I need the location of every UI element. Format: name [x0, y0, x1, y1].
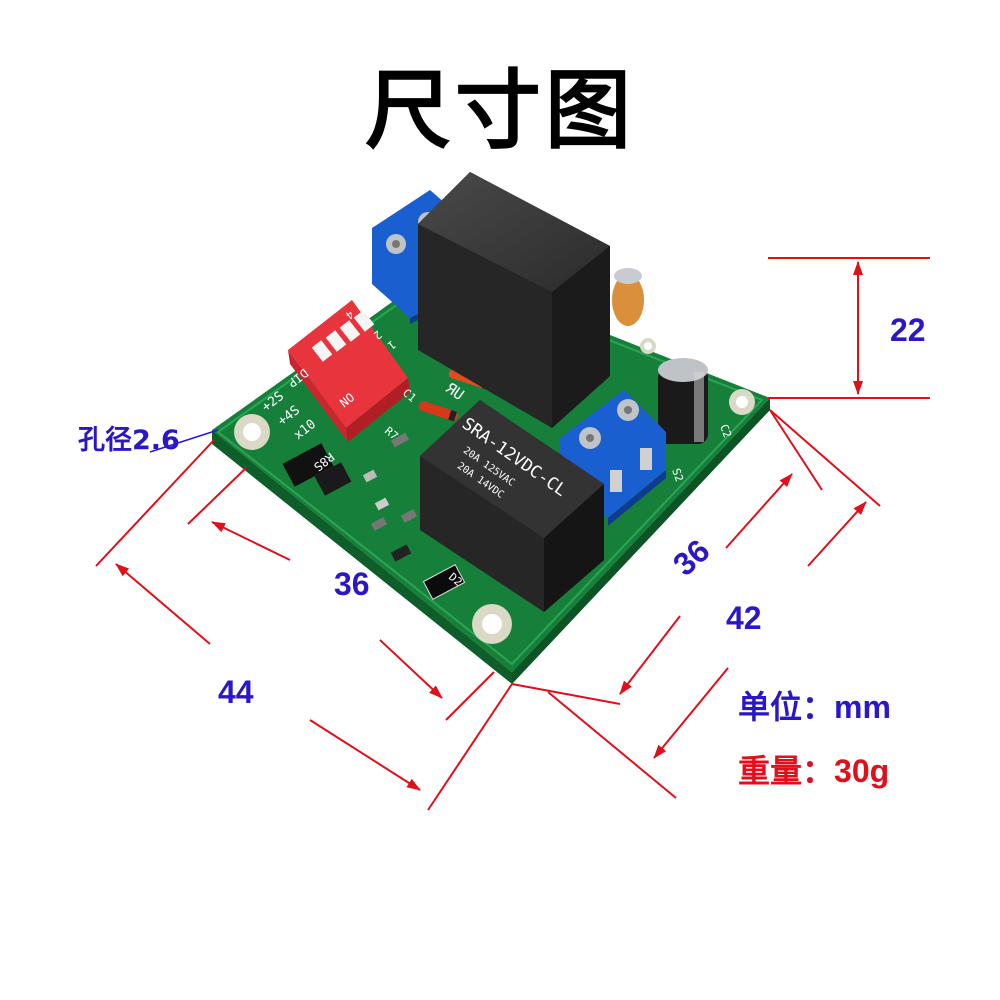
- relay-large: [418, 172, 610, 428]
- dim-front-inner-label: 36: [334, 566, 370, 602]
- capacitor-back: [612, 268, 644, 326]
- dip-switch: [288, 300, 410, 442]
- side36-ext-top: [769, 409, 823, 491]
- front36-arrow-right: [379, 639, 443, 699]
- front36-ext-right: [445, 671, 495, 721]
- dim-front-outer-label: 44: [218, 674, 254, 710]
- side42-arrow-up: [807, 501, 867, 567]
- front36-ext-left: [187, 467, 247, 525]
- unit-spec: 单位：mm: [738, 682, 891, 728]
- side42-arrow-down: [653, 667, 729, 759]
- side42-ext-bottom: [547, 691, 677, 799]
- silk-s2: S2: [669, 467, 686, 484]
- weight-label: 重量：: [738, 752, 835, 790]
- front44-arrow-left: [115, 563, 211, 645]
- mounting-hole-bottom: [472, 604, 512, 644]
- silk-c2: C2: [717, 423, 734, 440]
- side36-arrow-up: [725, 473, 793, 549]
- front36-arrow-left: [211, 521, 291, 561]
- smd-components: [282, 368, 492, 600]
- mounting-hole-top: [640, 338, 656, 354]
- relay-sra: SRA-12VDC-CL 20A 125VAC 20A 14VDC ЯU: [420, 379, 604, 612]
- unit-label: 单位：: [738, 688, 835, 726]
- front44-arrow-right: [309, 719, 421, 791]
- hole-leader-line: [149, 429, 219, 453]
- hole-diameter-label: 孔径2.6: [78, 425, 180, 456]
- front44-ext-left: [95, 439, 215, 567]
- side36-arrow-down: [619, 615, 681, 695]
- page-title: 尺寸图: [365, 61, 635, 161]
- unit-value: mm: [834, 689, 891, 725]
- electrolytic-capacitor: [658, 358, 708, 444]
- dim-side-outer-label: 42: [726, 600, 762, 636]
- dim-height-label: 22: [890, 312, 926, 348]
- mounting-hole-right: [729, 389, 755, 415]
- side42-ext-top: [769, 409, 881, 507]
- side36-ext-bottom: [511, 683, 621, 705]
- dimension-lines: [95, 257, 930, 811]
- weight-value: 30g: [834, 753, 890, 789]
- weight-spec: 重量：30g: [738, 746, 889, 792]
- front44-ext-right: [427, 683, 513, 811]
- mounting-hole-left: [234, 414, 270, 450]
